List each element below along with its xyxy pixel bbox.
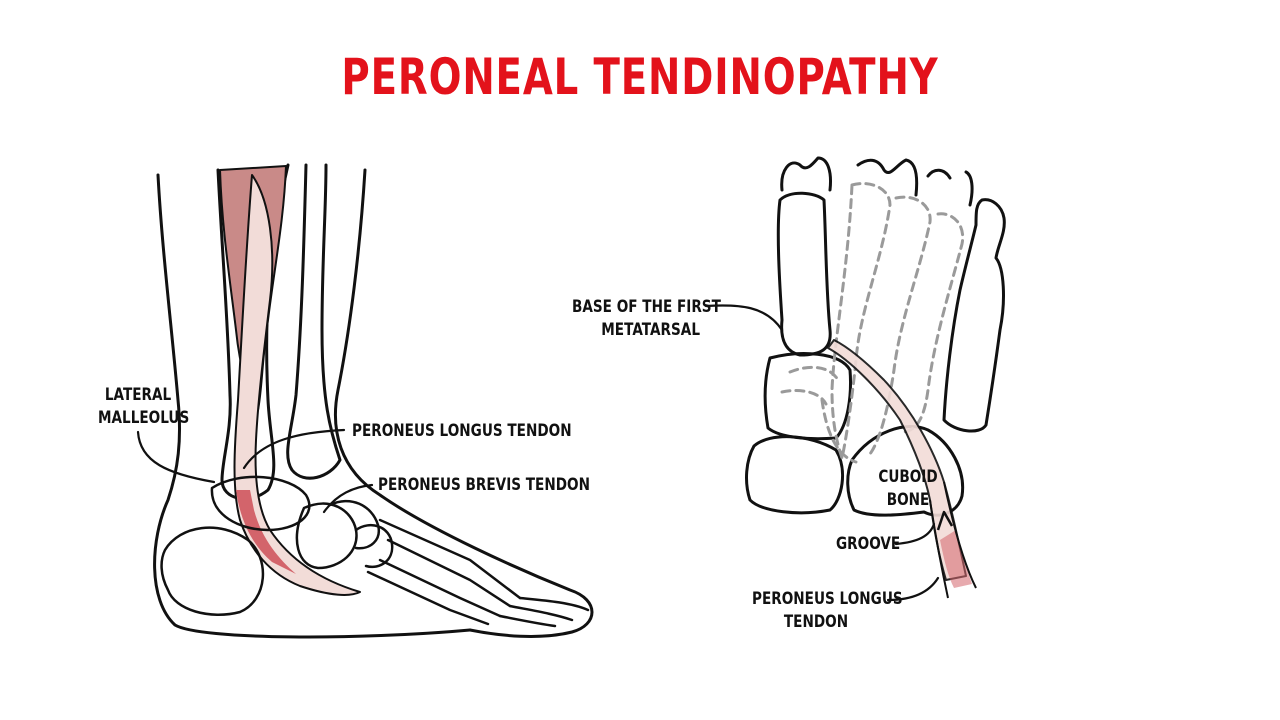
peroneus-longus-tendon-plantar: [827, 339, 977, 599]
hidden-bones-lower: [780, 365, 858, 464]
hidden-metatarsal-3: [868, 195, 932, 456]
label-cuboid-bone: CUBOID BONE: [878, 467, 938, 510]
first-metatarsal: [776, 191, 832, 357]
label-peroneus-longus-tendon: PERONEUS LONGUS TENDON: [352, 421, 572, 441]
leader-base-first-metatarsal: [704, 304, 784, 332]
metatarsal-1: [378, 518, 522, 600]
cuneiform-a: [354, 524, 394, 569]
label-lateral-malleolus: LATERAL MALLEOLUS: [98, 385, 190, 428]
leader-lateral-malleolus: [136, 430, 216, 484]
leader-peroneus-brevis: [322, 483, 374, 514]
tibia: [286, 163, 342, 480]
navicular: [745, 435, 844, 515]
metatarsal-3: [378, 558, 502, 618]
hidden-metatarsal-2: [830, 182, 892, 460]
label-base-first-metatarsal: BASE OF THE FIRST METATARSAL: [572, 297, 721, 340]
peroneal-muscles: [219, 165, 361, 596]
peroneus-longus-red-segment: [236, 490, 296, 574]
metatarsal-4: [366, 570, 490, 626]
hidden-metatarsal-4: [902, 212, 965, 434]
label-peroneus-longus-tendon-plantar: PERONEUS LONGUS TENDON: [752, 589, 903, 632]
leader-peroneus-longus-plantar: [886, 576, 940, 602]
calcaneus: [160, 526, 265, 616]
leg-outline-front: [334, 168, 594, 638]
toe-knuckles: [780, 156, 974, 207]
leg-outline-back: [153, 173, 472, 639]
cuboid: [295, 502, 358, 570]
phalanges: [498, 596, 590, 628]
navicular: [328, 499, 381, 550]
page-title: PERONEAL TENDINOPATHY: [341, 48, 939, 106]
label-peroneus-brevis-tendon: PERONEUS BREVIS TENDON: [378, 475, 590, 495]
peroneus-tendon-band: [233, 174, 361, 596]
fifth-metatarsal: [942, 198, 1006, 433]
label-groove: GROOVE: [836, 534, 901, 554]
leader-peroneus-longus: [242, 428, 346, 470]
leader-groove: [894, 522, 936, 546]
metatarsal-2: [386, 538, 512, 608]
talus: [210, 475, 311, 532]
